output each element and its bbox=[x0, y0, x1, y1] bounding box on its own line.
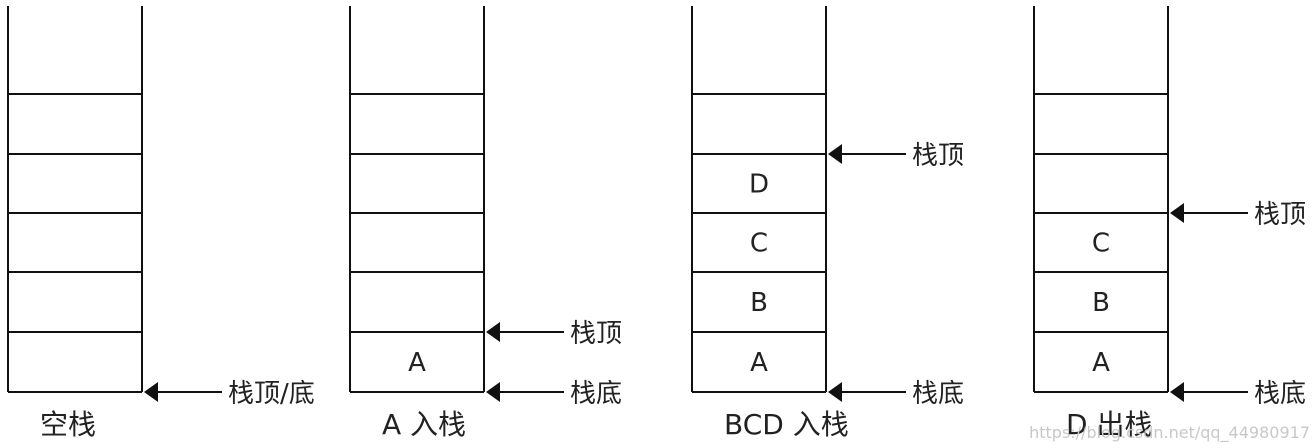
stack-caption: D 出栈 bbox=[1066, 408, 1152, 441]
pointer-label: 栈顶 bbox=[570, 319, 622, 349]
stack-cell-value: C bbox=[1092, 229, 1110, 259]
pointer-label: 栈顶 bbox=[1254, 200, 1306, 230]
watermark-text: https://blog.csdn.net/qq_44980917 bbox=[1029, 423, 1310, 443]
pointer-label: 栈顶 bbox=[912, 141, 964, 171]
stack-caption: BCD 入栈 bbox=[724, 408, 849, 441]
pointer-arrow-head bbox=[828, 144, 842, 164]
pointer-arrow-head bbox=[1170, 382, 1184, 402]
pointer-arrow-head bbox=[144, 382, 158, 402]
stack-caption: A 入栈 bbox=[382, 408, 466, 441]
pointer-arrow-head bbox=[486, 382, 500, 402]
stack-cell-value: A bbox=[408, 348, 426, 378]
stack-cell-value: D bbox=[749, 170, 769, 200]
pointer-arrow-head bbox=[1170, 203, 1184, 223]
stack-1: 栈顶/底空栈 bbox=[7, 6, 315, 441]
stack-cell-value: B bbox=[750, 288, 768, 318]
stack-caption: 空栈 bbox=[40, 408, 96, 441]
pointer-label: 栈底 bbox=[570, 379, 622, 409]
stack-cell-value: A bbox=[1092, 348, 1110, 378]
stack-cell-value: C bbox=[750, 229, 768, 259]
pointer-label: 栈底 bbox=[912, 379, 964, 409]
pointer-arrow-head bbox=[828, 382, 842, 402]
pointer-label: 栈顶/底 bbox=[228, 379, 315, 409]
stack-cell-value: B bbox=[1092, 288, 1110, 318]
pointer-arrow-head bbox=[486, 322, 500, 342]
stack-cell-value: A bbox=[750, 348, 768, 378]
pointer-label: 栈底 bbox=[1254, 379, 1306, 409]
